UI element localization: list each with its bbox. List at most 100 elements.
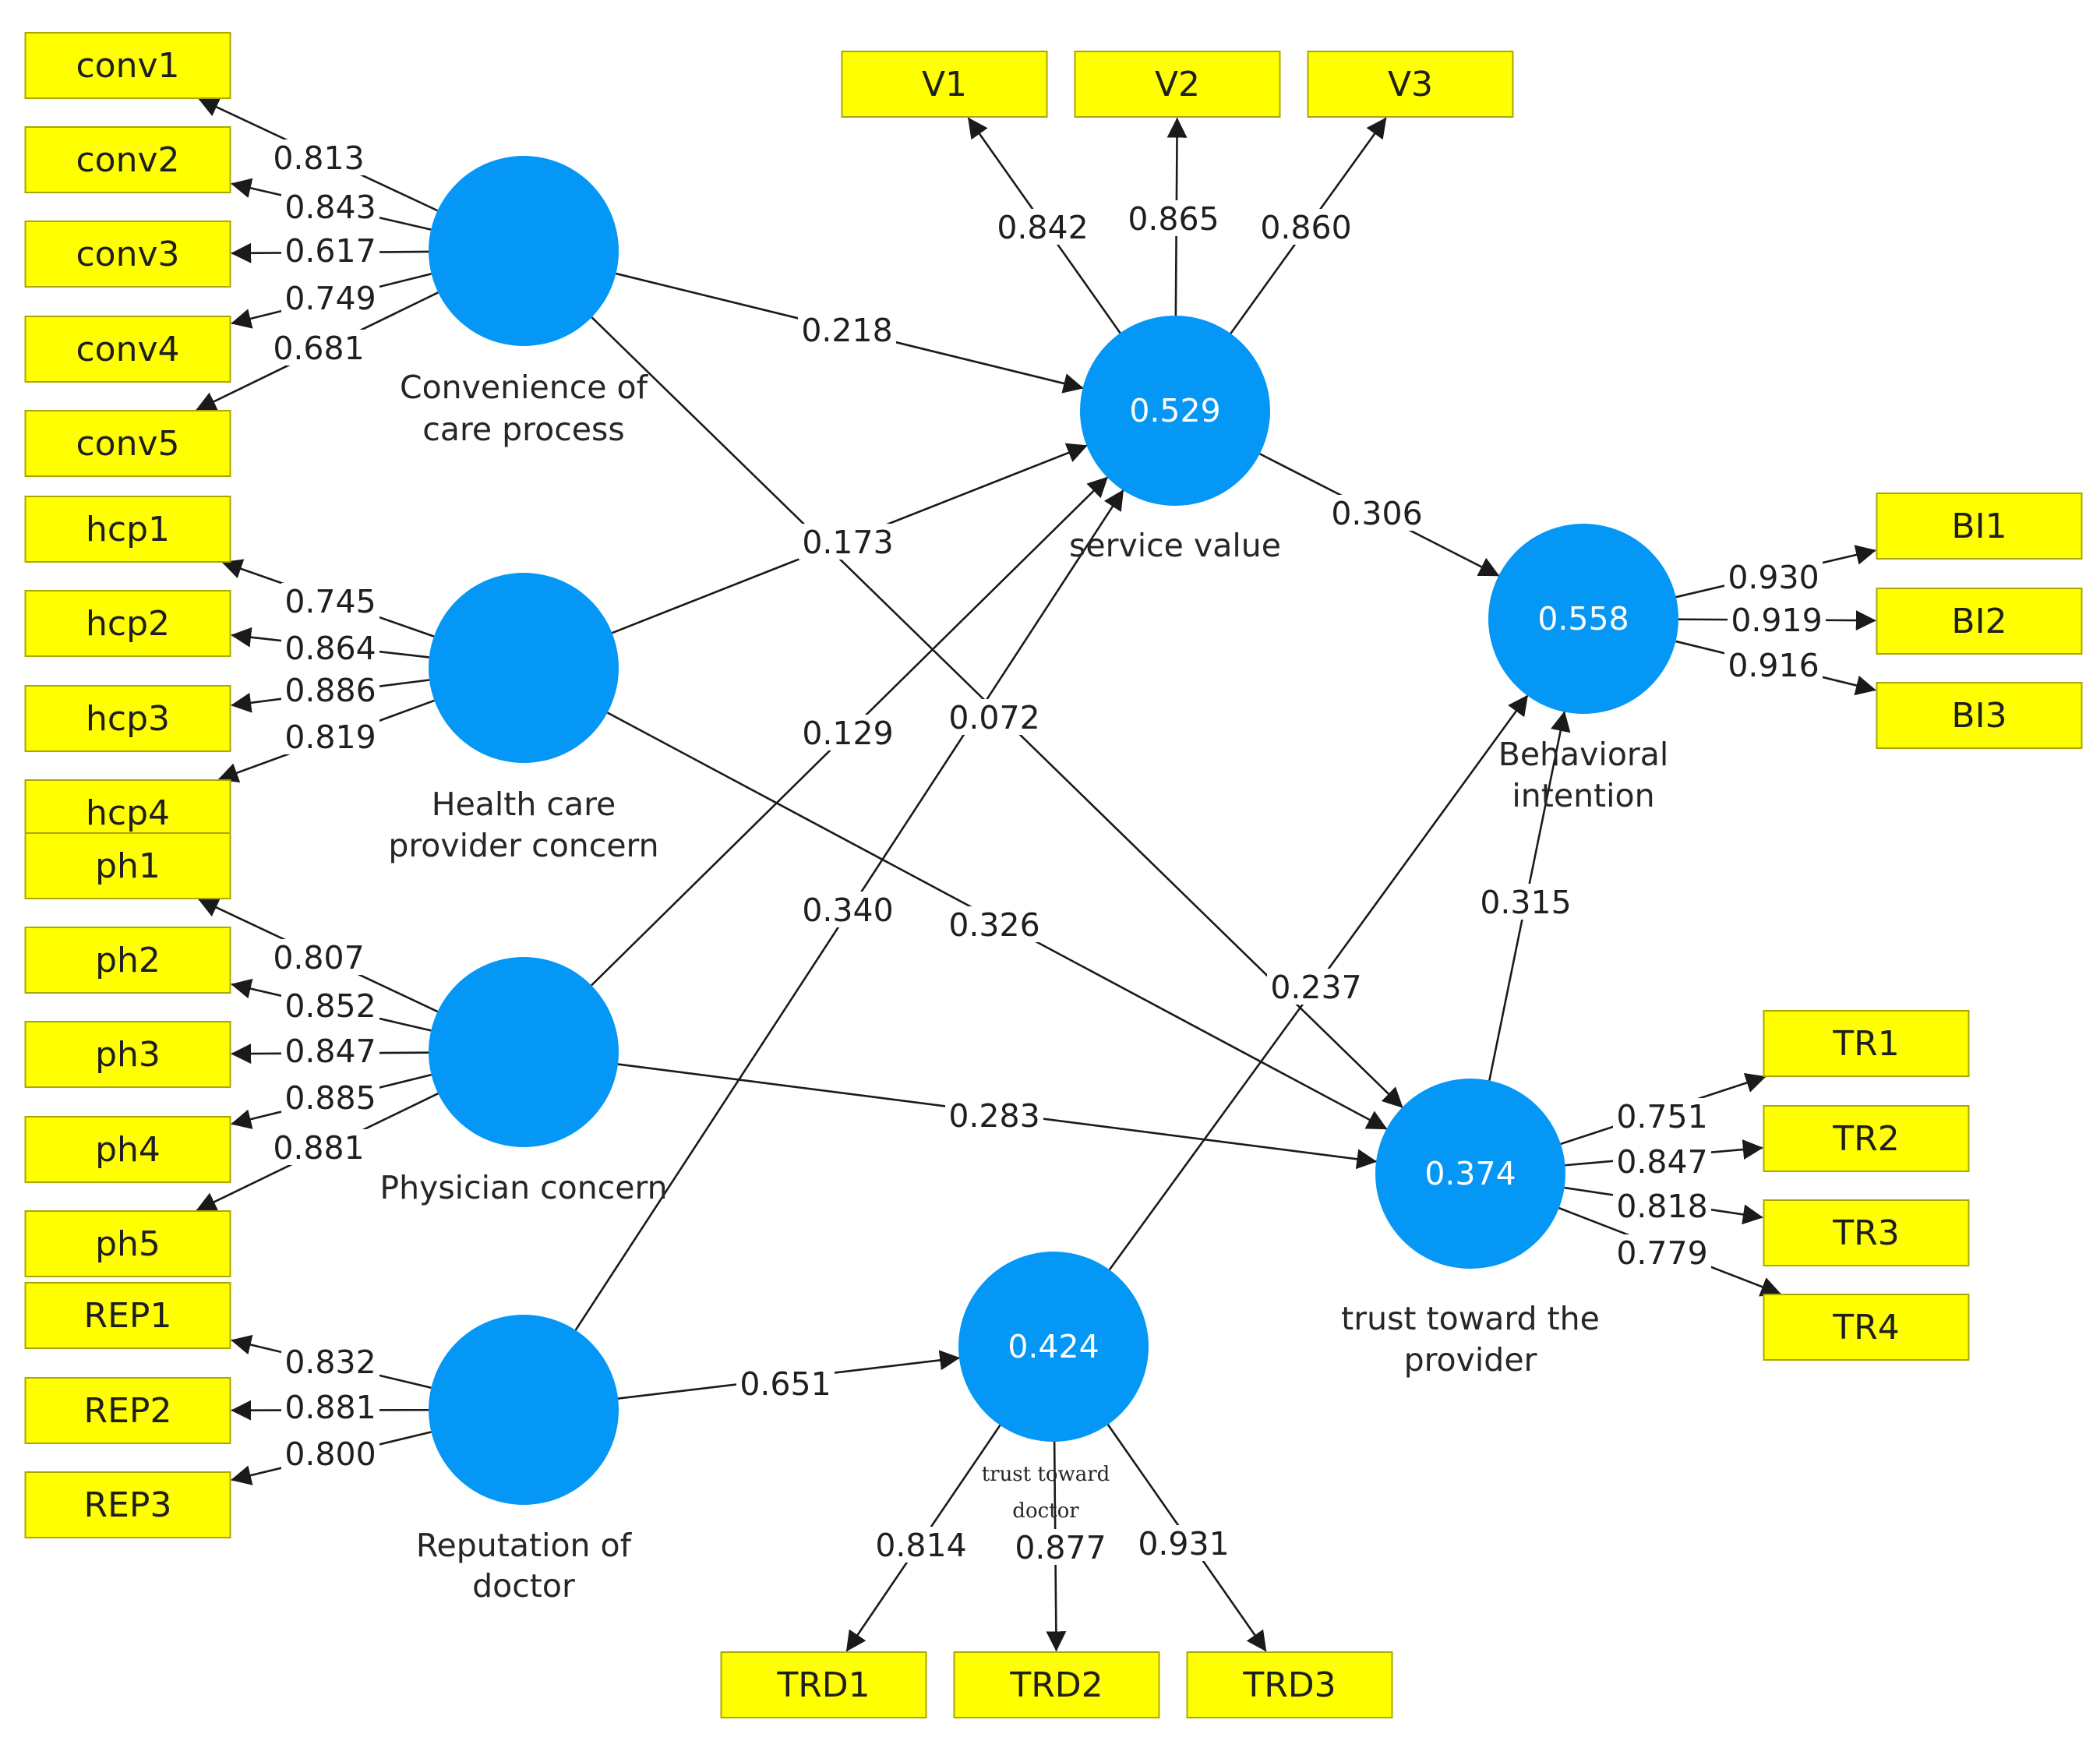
loading-label-conv4: 0.749 — [281, 280, 379, 317]
construct-ph[interactable]: Physician concern — [379, 957, 667, 1206]
indicator-BI1[interactable]: BI1 — [1877, 493, 2082, 559]
indicator-hcp2[interactable]: hcp2 — [26, 591, 231, 656]
indicator-ph3[interactable]: ph3 — [26, 1022, 231, 1087]
indicator-TRD1[interactable]: TRD1 — [722, 1652, 926, 1718]
indicator-conv2[interactable]: conv2 — [26, 127, 231, 192]
indicator-label: BI3 — [1951, 696, 2006, 736]
edge-value: 0.340 — [802, 892, 893, 929]
path-label-trd-bi: 0.237 — [1267, 969, 1365, 1006]
edge-value: 0.819 — [284, 719, 376, 756]
indicator-BI2[interactable]: BI2 — [1877, 588, 2082, 654]
indicator-hcp1[interactable]: hcp1 — [26, 496, 231, 562]
indicator-label: TR3 — [1832, 1213, 1899, 1253]
loading-label-REP3: 0.800 — [281, 1435, 379, 1473]
indicator-conv1[interactable]: conv1 — [26, 33, 231, 98]
path-label-hcp-sv: 0.173 — [799, 524, 897, 561]
construct-label: doctor — [472, 1567, 575, 1605]
edge-value: 0.681 — [273, 330, 364, 367]
construct-label: Reputation of — [416, 1527, 633, 1564]
indicator-ph1[interactable]: ph1 — [26, 833, 231, 899]
r-squared-value: 0.558 — [1537, 600, 1629, 637]
loading-label-TRD2: 0.877 — [1011, 1529, 1110, 1566]
edge-value: 0.779 — [1616, 1234, 1707, 1272]
indicator-ph2[interactable]: ph2 — [26, 927, 231, 993]
edge-value: 0.173 — [802, 524, 893, 561]
indicator-label: ph2 — [95, 941, 161, 980]
indicator-label: TRD1 — [776, 1665, 870, 1705]
indicator-TR4[interactable]: TR4 — [1764, 1294, 1969, 1360]
edge-value: 0.814 — [875, 1527, 966, 1564]
construct-label: Physician concern — [379, 1169, 667, 1206]
indicator-label: REP3 — [84, 1485, 172, 1525]
indicator-label: TR2 — [1832, 1119, 1899, 1159]
indicator-TR2[interactable]: TR2 — [1764, 1106, 1969, 1171]
edge-value: 0.315 — [1480, 884, 1571, 921]
edge-value: 0.807 — [273, 939, 364, 976]
indicator-TRD3[interactable]: TRD3 — [1188, 1652, 1392, 1718]
indicator-label: hcp4 — [86, 793, 170, 833]
path-label-rep-sv: 0.340 — [799, 892, 897, 929]
loading-label-hcp3: 0.886 — [281, 672, 379, 709]
indicator-REP2[interactable]: REP2 — [26, 1378, 231, 1443]
loading-label-ph4: 0.885 — [281, 1079, 379, 1117]
edge-value: 0.832 — [284, 1344, 376, 1381]
edge-value: 0.651 — [739, 1365, 831, 1403]
indicator-REP1[interactable]: REP1 — [26, 1283, 231, 1348]
indicator-label: conv2 — [76, 140, 179, 180]
edge-value: 0.847 — [1616, 1143, 1707, 1181]
loading-label-conv5: 0.681 — [270, 330, 368, 367]
indicator-V3[interactable]: V3 — [1308, 51, 1513, 117]
indicator-hcp3[interactable]: hcp3 — [26, 686, 231, 751]
indicator-label: ph3 — [95, 1035, 161, 1075]
r-squared-value: 0.374 — [1424, 1155, 1516, 1192]
loading-label-ph3: 0.847 — [281, 1033, 379, 1070]
construct-circle — [429, 957, 619, 1147]
indicator-conv5[interactable]: conv5 — [26, 411, 231, 476]
construct-trp[interactable]: 0.374 trust toward the provider — [1341, 1079, 1600, 1379]
edge-value: 0.218 — [801, 312, 892, 349]
path-label-sv-bi: 0.306 — [1328, 495, 1426, 532]
indicator-TRD2[interactable]: TRD2 — [955, 1652, 1159, 1718]
indicator-label: REP2 — [84, 1391, 172, 1431]
edge-value: 0.813 — [273, 139, 364, 177]
indicator-label: conv5 — [76, 424, 179, 464]
indicator-label: hcp2 — [86, 604, 170, 644]
indicator-ph5[interactable]: ph5 — [26, 1211, 231, 1277]
indicator-TR3[interactable]: TR3 — [1764, 1200, 1969, 1266]
loading-label-hcp2: 0.864 — [281, 630, 379, 667]
indicator-V2[interactable]: V2 — [1075, 51, 1280, 117]
indicator-BI3[interactable]: BI3 — [1877, 683, 2082, 748]
construct-circle — [429, 1315, 619, 1505]
loading-label-BI3: 0.916 — [1724, 647, 1823, 684]
indicator-ph4[interactable]: ph4 — [26, 1117, 231, 1182]
indicator-TR1[interactable]: TR1 — [1764, 1011, 1969, 1076]
edge-value: 0.931 — [1138, 1525, 1229, 1563]
indicator-label: TRD3 — [1242, 1665, 1336, 1705]
loading-label-REP2: 0.881 — [281, 1389, 379, 1426]
edge-value: 0.919 — [1731, 602, 1822, 639]
indicator-REP3[interactable]: REP3 — [26, 1472, 231, 1538]
indicator-conv4[interactable]: conv4 — [26, 316, 231, 382]
loading-label-TR2: 0.847 — [1613, 1143, 1711, 1181]
indicator-label: ph5 — [95, 1224, 161, 1264]
loading-label-hcp4: 0.819 — [281, 719, 379, 756]
indicator-label: V3 — [1388, 65, 1433, 104]
construct-label: trust toward the — [1341, 1300, 1600, 1337]
loading-label-hcp1: 0.745 — [281, 583, 379, 620]
path-label-ph-trp: 0.283 — [945, 1097, 1043, 1135]
edge-value: 0.842 — [997, 209, 1088, 246]
construct-label: service value — [1069, 527, 1281, 564]
edge-value: 0.847 — [284, 1033, 376, 1070]
edge-value: 0.864 — [284, 630, 376, 667]
indicator-label: conv4 — [76, 330, 179, 369]
construct-label: provider — [1404, 1341, 1537, 1379]
indicator-conv3[interactable]: conv3 — [26, 221, 231, 287]
indicator-V1[interactable]: V1 — [842, 51, 1047, 117]
edge-value: 0.745 — [284, 583, 376, 620]
